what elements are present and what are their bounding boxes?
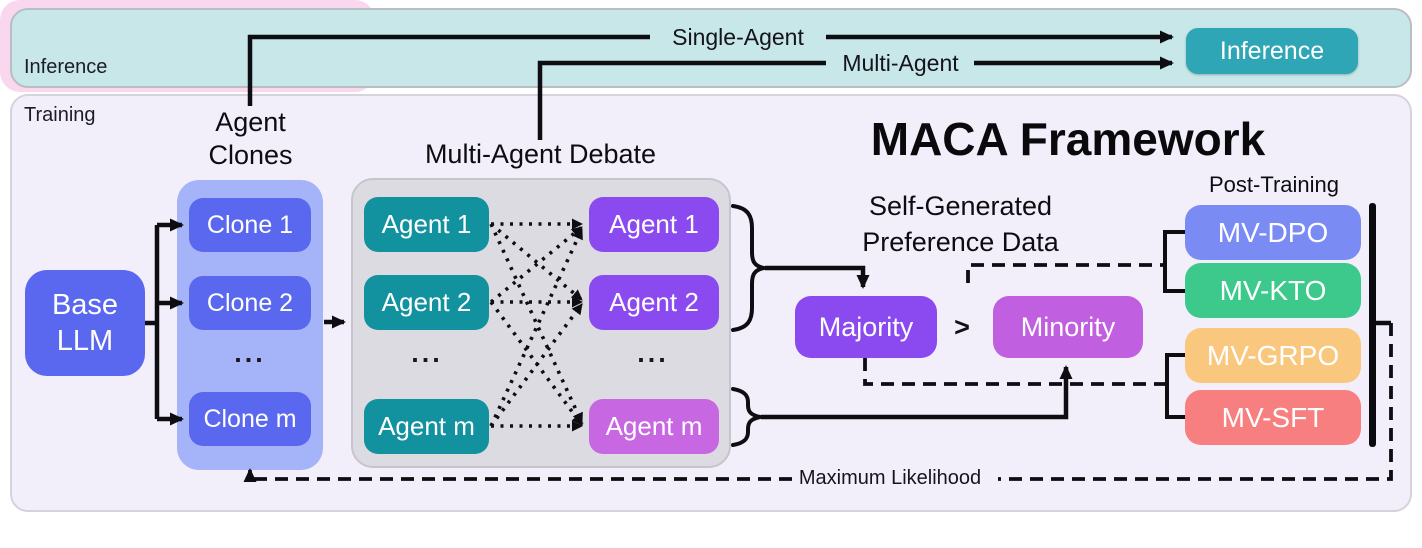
post-training-title: Post-Training [1208,172,1339,197]
debate-left-agent-m: Agent m [364,399,489,454]
agent-clones-title: Agent Clones [208,107,293,171]
base-llm-line2: LLM [56,325,114,357]
minority-box: Minority [993,296,1143,358]
mv-grpo-box: MV-GRPO [1185,328,1361,383]
clone-1-box: Clone 1 [189,198,311,252]
preference-comparator: > [954,312,970,342]
inference-box: Inference [1186,28,1358,74]
clone-2-box: Clone 2 [189,276,311,330]
self-generated-preference-title: Self-Generated Preference Data [862,191,1059,257]
multi-agent-debate-title: Multi-Agent Debate [424,139,657,169]
base-llm-line1: Base [51,288,119,321]
debate-right-agent-1: Agent 1 [589,197,719,252]
debate-left-agent-1: Agent 1 [364,197,489,252]
training-panel-label: Training [24,104,96,126]
debate-right-agent-m: Agent m [589,399,719,454]
debate-right-agent-2: Agent 2 [589,275,719,330]
mv-kto-box: MV-KTO [1185,263,1361,318]
single-agent-label: Single-Agent [672,24,804,50]
clone-m-box: Clone m [189,392,311,446]
debate-left-agent-2: Agent 2 [364,275,489,330]
maximum-likelihood-label: Maximum Likelihood [798,467,982,489]
base-llm-box: Base LLM [25,270,145,376]
debate-left-ellipsis: ... [411,338,443,368]
majority-box: Majority [795,296,937,358]
inference-banner-label: Inference [24,56,108,78]
framework-title: MACA Framework [870,113,1266,165]
debate-right-ellipsis: ... [637,338,669,368]
mv-dpo-box: MV-DPO [1185,205,1361,260]
mv-sft-box: MV-SFT [1185,390,1361,445]
post-training-bar [1369,203,1376,447]
clones-ellipsis: ... [234,338,266,368]
multi-agent-label: Multi-Agent [842,50,959,76]
